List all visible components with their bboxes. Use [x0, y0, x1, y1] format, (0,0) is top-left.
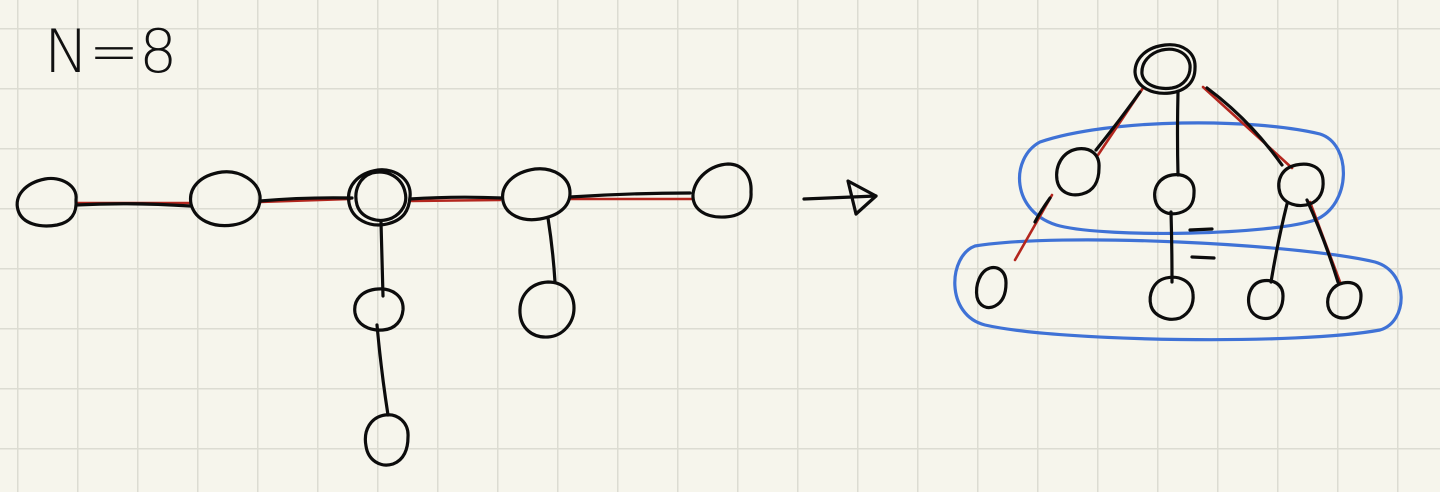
- left-edge-a-b: [74, 202, 192, 208]
- right-red-edge-c-d: [1201, 85, 1294, 170]
- right-edge-c-b: [1094, 90, 1142, 152]
- right-edge-c-f: [1175, 90, 1180, 177]
- right-node-a: [974, 265, 1008, 310]
- right-node-f: [1153, 173, 1196, 216]
- right-edge-f-g: [1169, 210, 1174, 284]
- left-edge-b-c: [258, 196, 354, 203]
- left-node-d: [501, 167, 572, 222]
- right-node-b: [1055, 147, 1101, 197]
- left-edge-c-f: [379, 220, 385, 298]
- arrow-head: [846, 179, 878, 216]
- left-edge-f-g: [375, 323, 390, 417]
- right-node-g: [1148, 275, 1195, 321]
- left-edge-c-d: [408, 195, 504, 201]
- right-node-e: [1326, 280, 1363, 320]
- left-node-g: [363, 413, 410, 467]
- right-stroke-mark-1: [1188, 227, 1214, 232]
- left-node-c: [346, 168, 412, 227]
- right-node-d: [1277, 162, 1325, 208]
- left-nodes: [15, 162, 753, 467]
- right-edges: [1033, 86, 1340, 284]
- left-red-edge-c-d: [410, 198, 502, 203]
- left-node-c-overstroke: [354, 170, 408, 222]
- left-edge-d-h: [546, 216, 557, 284]
- right-edge-c-d: [1205, 86, 1284, 167]
- right-nodes: [974, 43, 1363, 321]
- right-stroke-mark-2: [1190, 255, 1216, 260]
- left-node-e: [691, 162, 753, 219]
- right-edge-d-h: [1269, 202, 1289, 284]
- level-2-outline: [953, 238, 1403, 342]
- left-path-highlight: [76, 197, 694, 205]
- right-edge-d-e: [1305, 198, 1340, 284]
- left-node-f: [353, 287, 405, 332]
- right-node-c-root: [1133, 43, 1197, 95]
- right-edge-b-a-upper: [1033, 196, 1052, 224]
- left-node-h: [518, 280, 576, 339]
- n-label: N=8: [44, 17, 177, 87]
- level-1-outline: [1017, 121, 1345, 236]
- left-edges: [74, 191, 692, 417]
- right-node-c-overstroke: [1140, 47, 1192, 91]
- left-red-edge-b-c: [258, 197, 352, 204]
- left-node-a: [15, 176, 78, 228]
- arrow-shaft: [802, 194, 878, 201]
- right-node-h: [1246, 278, 1285, 321]
- right-arrow: [802, 179, 878, 216]
- left-node-b: [188, 170, 262, 228]
- left-edge-d-e: [568, 191, 692, 199]
